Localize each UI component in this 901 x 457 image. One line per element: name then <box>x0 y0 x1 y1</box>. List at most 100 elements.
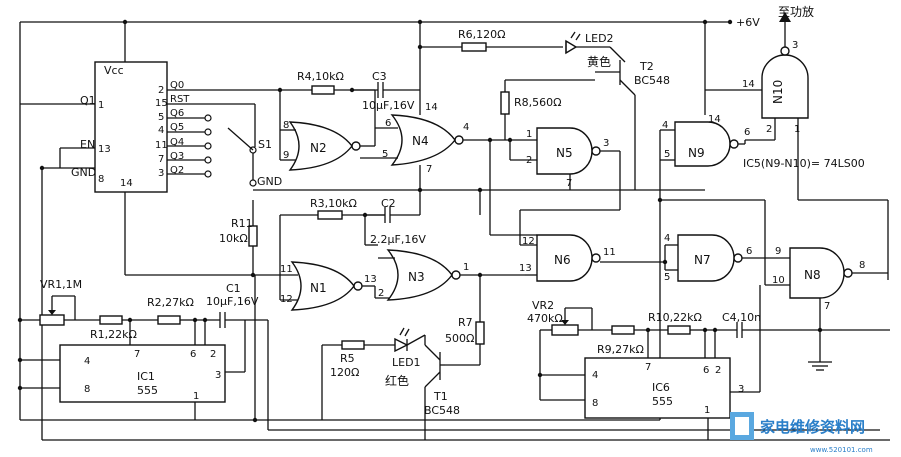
n7-pin-6: 6 <box>746 246 752 257</box>
led2 <box>565 31 610 55</box>
gate-n3 <box>378 249 525 301</box>
n8-pin-10: 10 <box>772 275 785 286</box>
ic1-pin-1: 1 <box>193 391 199 402</box>
r6-label: R6,120Ω <box>458 28 506 41</box>
c3-label: C3 <box>372 70 387 83</box>
gate-n3-label: N3 <box>408 270 425 284</box>
gate-n1 <box>275 261 394 311</box>
r11-label: R11 <box>231 217 253 230</box>
gate-n6 <box>490 209 665 282</box>
n5-pin-3: 3 <box>603 138 609 149</box>
t2-model: BC548 <box>634 74 670 87</box>
counter-pin-14: 14 <box>120 178 133 189</box>
n7-pin-4: 4 <box>664 233 670 244</box>
n6-pin-12: 12 <box>522 236 535 247</box>
n8-pin-9: 9 <box>775 246 781 257</box>
ic1-pin-6: 6 <box>190 349 196 360</box>
counter-rst: RST <box>170 94 190 105</box>
n8-pin-8: 8 <box>859 260 865 271</box>
c3-value: 10μF,16V <box>362 99 415 112</box>
ground-symbol <box>808 330 832 371</box>
resistor-r2 <box>157 315 195 325</box>
n9-pin-5: 5 <box>664 149 670 160</box>
transistor-t2 <box>595 46 636 190</box>
watermark-url: www.520101.com <box>810 446 873 454</box>
s1-label: S1 <box>258 138 272 151</box>
counter-pin-15: 15 <box>155 98 168 109</box>
n4-pin-7: 7 <box>426 164 432 175</box>
t2-label: T2 <box>639 60 654 73</box>
n9-pin-14: 14 <box>708 114 721 125</box>
led2-color: 黄色 <box>587 55 611 69</box>
resistor-r5 <box>321 340 395 420</box>
resistor-r11 <box>248 200 258 278</box>
n10-pin-1: 1 <box>794 124 800 135</box>
capacitor-c3 <box>349 82 420 98</box>
gate-n10 <box>705 46 889 280</box>
gate-n10-label: N10 <box>771 80 785 104</box>
counter-pin-3: 3 <box>158 168 164 179</box>
ic1-pin-2: 2 <box>210 349 216 360</box>
counter-q0: Q0 <box>170 80 184 91</box>
n4-output-wire <box>463 137 537 235</box>
vcc-label: Vcc <box>104 64 124 77</box>
resistor-r8 <box>500 79 595 140</box>
led2-label: LED2 <box>585 32 614 45</box>
gate-n8-label: N8 <box>804 268 821 282</box>
r11-value: 10kΩ <box>219 232 248 245</box>
en-label: EN <box>80 138 95 151</box>
counter-q2: Q2 <box>170 165 184 176</box>
ic6-pin-6: 6 <box>703 365 709 376</box>
counter-q6: Q6 <box>170 108 184 119</box>
ic6-pin-2: 2 <box>715 365 721 376</box>
c2-value: 2.2μF,16V <box>370 233 426 246</box>
gate-n4-label: N4 <box>412 134 429 148</box>
ic6-pin-4: 4 <box>592 370 598 381</box>
gate-n2 <box>277 87 376 171</box>
n10-pin-14: 14 <box>742 79 755 90</box>
resistor-r7 <box>445 275 485 366</box>
n2-pin-8: 8 <box>283 120 289 131</box>
ic1-pin-3: 3 <box>215 370 221 381</box>
gate-n2-label: N2 <box>310 141 327 155</box>
ic6-pin-1: 1 <box>704 405 710 416</box>
gate-n5 <box>536 127 621 210</box>
capacitor-c2 <box>362 190 421 246</box>
ic6-555 <box>584 357 731 419</box>
gate-n9-label: N9 <box>688 146 705 160</box>
ic1-label: IC1 <box>137 370 155 383</box>
r7-label: R7 <box>458 316 473 329</box>
n1-pin-12: 12 <box>280 294 293 305</box>
n9-pin-4: 4 <box>662 120 668 131</box>
n4-pin-6: 6 <box>385 118 391 129</box>
n10-pin-2: 2 <box>766 124 772 135</box>
gnd-switch-label: GND <box>257 175 282 188</box>
r5-label: R5 <box>340 352 355 365</box>
resistor-r1 <box>99 315 158 325</box>
q1-label: Q1 <box>80 94 96 107</box>
vr1-label: VR1,1M <box>40 278 82 291</box>
n6-pin-11: 11 <box>603 247 616 258</box>
counter-pin-1: 1 <box>98 100 104 111</box>
to-amplifier-label: 至功放 <box>778 4 814 19</box>
ic1-type: 555 <box>137 384 158 397</box>
resistor-r10 <box>667 325 705 335</box>
ic6-wiring <box>537 285 761 440</box>
ic6-pin-3: 3 <box>738 384 744 395</box>
ic5-note: IC5(N9-N10)= 74LS00 <box>743 157 865 170</box>
c1-value: 10μF,16V <box>206 295 259 308</box>
gate-n7 <box>662 234 790 282</box>
r5-value: 120Ω <box>330 366 359 379</box>
n5-pin-1: 1 <box>526 129 532 140</box>
n5-pin-2: 2 <box>526 155 532 166</box>
n4-pin-5: 5 <box>382 149 388 160</box>
n9-pin-6: 6 <box>744 127 750 138</box>
counter-pin-7: 7 <box>158 154 164 165</box>
potentiometer-vr1 <box>39 295 100 326</box>
n1-pin-11: 11 <box>280 264 293 275</box>
n4-pin-4: 4 <box>463 122 469 133</box>
counter-pin-4: 4 <box>158 125 164 136</box>
gate-n7-label: N7 <box>694 253 711 267</box>
n5-pin-7: 7 <box>566 178 572 189</box>
n3-pin-2: 2 <box>378 288 384 299</box>
